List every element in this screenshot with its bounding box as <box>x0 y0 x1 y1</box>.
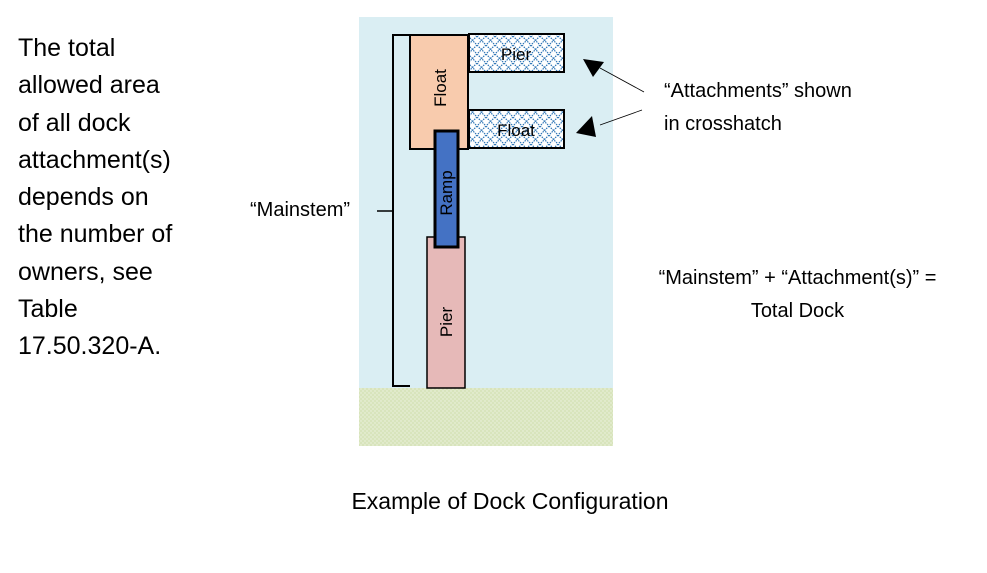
arrowhead-to-pier <box>583 59 604 77</box>
attachments-label-line-1: “Attachments” shown <box>664 80 852 102</box>
description-line: The total <box>18 34 116 62</box>
attachment-pier-label: Pier <box>501 45 532 64</box>
figure-caption: Example of Dock Configuration <box>351 488 669 514</box>
arrowhead-to-float <box>576 116 596 137</box>
description-line: the number of <box>18 220 173 249</box>
water-area <box>359 17 613 388</box>
total-dock-equation: “Mainstem” + “Attachment(s)” = Total Doc… <box>620 262 975 328</box>
arrow-line-to-float <box>599 109 643 126</box>
description-line: owners, see <box>18 257 153 286</box>
total-dock-equation-line-2: Total Dock <box>750 300 845 322</box>
total-dock-equation-line-1: “Mainstem” + “Attachment(s)” = <box>658 267 937 289</box>
description-line: depends on <box>18 183 149 212</box>
attachment-float-label: Float <box>497 121 535 140</box>
description-line: attachment(s) <box>18 145 171 174</box>
main-pier-label: Pier <box>437 307 456 338</box>
arrow-line-to-pier <box>599 67 645 93</box>
attachment-float <box>468 109 565 149</box>
description-text: The total allowed area of all dock attac… <box>18 30 218 366</box>
attachment-pier <box>468 33 565 73</box>
description-line: 17.50.320-A. <box>18 332 162 361</box>
shoreline-land <box>359 388 613 446</box>
mainstem-label: “Mainstem” <box>250 199 351 221</box>
main-pier <box>426 236 466 389</box>
attachments-label-line-2: in crosshatch <box>664 113 782 135</box>
ramp-label: Ramp <box>437 170 456 215</box>
description-line: allowed area <box>18 71 160 100</box>
ramp <box>433 129 460 249</box>
main-float-label: Float <box>431 69 450 107</box>
description-line: Table <box>18 295 78 324</box>
attachments-label: “Attachments” shown in crosshatch <box>664 75 852 141</box>
description-line: of all dock <box>18 108 131 137</box>
